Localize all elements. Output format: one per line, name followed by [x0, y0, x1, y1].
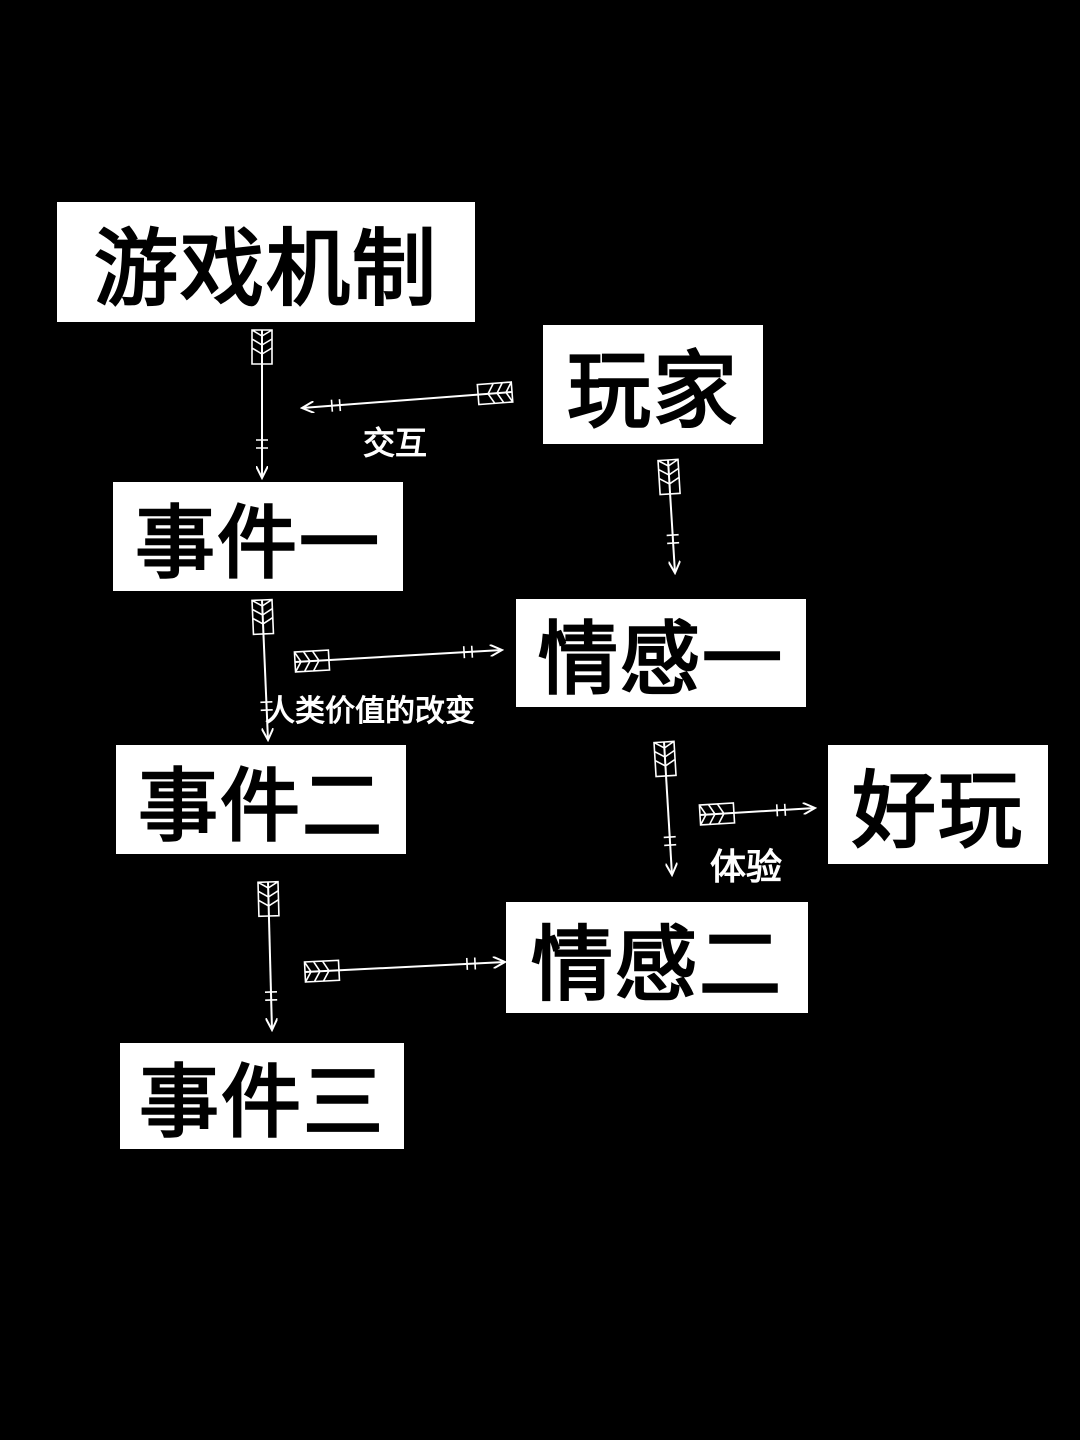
arrow-event1-to-event2	[251, 598, 275, 740]
arrow-mechanism-to-event1	[251, 329, 273, 478]
node-player: 玩家	[543, 325, 763, 444]
node-mechanism: 游戏机制	[57, 202, 475, 322]
arrow-player-to-emotion1	[657, 458, 680, 573]
label-human-value-change: 人类价值的改变	[265, 694, 475, 729]
node-event2: 事件二	[116, 745, 406, 854]
arrow-player-to-interaction	[302, 381, 514, 412]
arrow-event-to-emotion2	[303, 958, 505, 983]
label-experience: 体验	[710, 847, 783, 888]
arrow-event2-to-event3	[257, 880, 280, 1030]
arrow-emotion1-to-emotion2	[653, 740, 676, 875]
node-event3: 事件三	[120, 1043, 404, 1149]
node-emotion1: 情感一	[516, 599, 806, 707]
arrow-event-to-emotion1	[293, 646, 502, 673]
arrow-experience-to-fun	[698, 803, 815, 826]
node-event1: 事件一	[113, 482, 403, 591]
node-emotion2: 情感二	[506, 902, 808, 1013]
label-interaction: 交互	[363, 424, 428, 462]
node-fun: 好玩	[828, 745, 1048, 864]
